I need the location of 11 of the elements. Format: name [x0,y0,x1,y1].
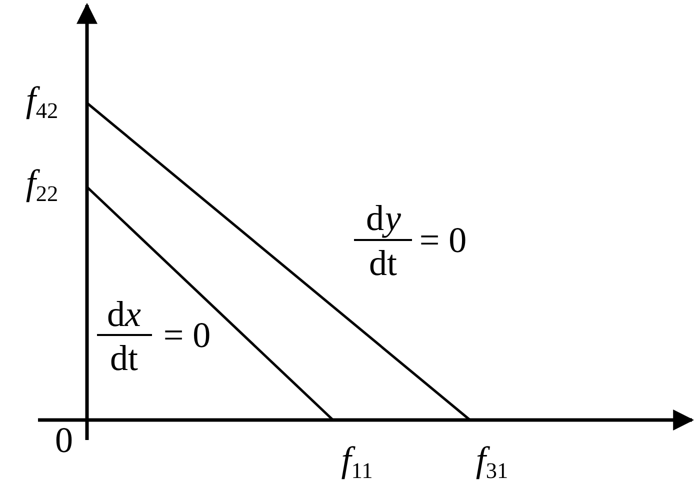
axis-label: f$_{22}$ [26,164,58,206]
equation-text: = 0 [419,222,467,258]
equation-text: = 0 [163,317,211,353]
fraction-denominator: dt [369,245,397,281]
fraction-denominator: dt [110,340,138,376]
fraction-numerator: x [125,296,141,332]
axis-label: f$_{42}$ [26,82,58,122]
axis-label: f$_{31}$ [476,442,508,482]
fraction-numerator: d [107,296,125,332]
axis-label: f$_{11}$ [341,442,373,482]
origin-label: 0 [55,422,73,458]
